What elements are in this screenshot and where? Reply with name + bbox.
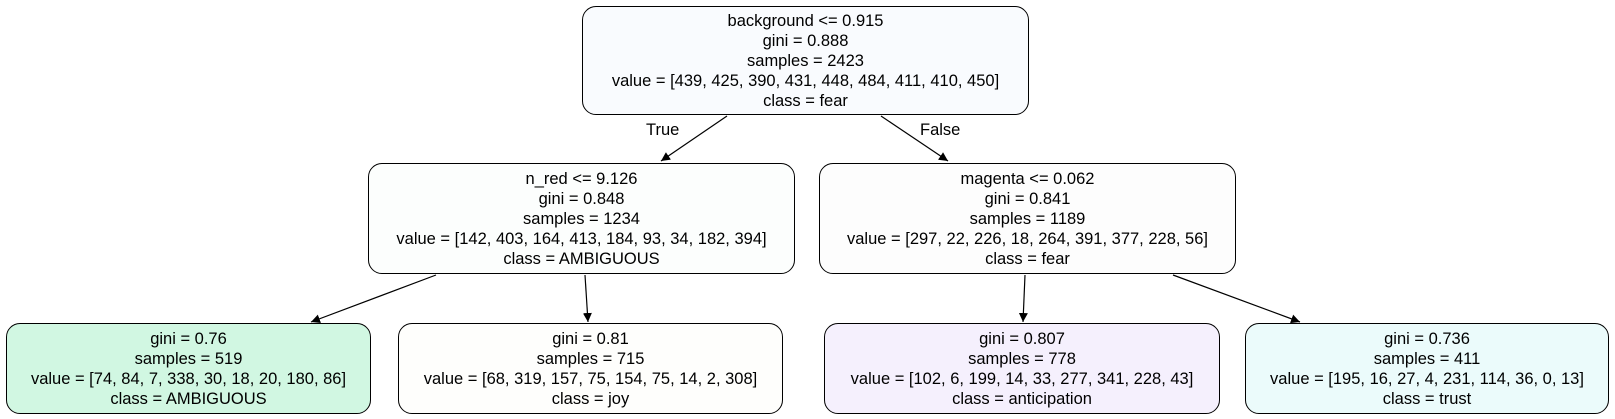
node-samples: samples = 2423 [747, 51, 864, 70]
tree-leaf-ambiguous: gini = 0.76 samples = 519 value = [74, 8… [6, 323, 371, 414]
tree-node-left: n_red <= 9.126 gini = 0.848 samples = 12… [368, 163, 795, 274]
node-split-condition: magenta <= 0.062 [960, 169, 1095, 188]
node-value: value = [74, 84, 7, 338, 30, 18, 20, 180… [30, 369, 347, 388]
node-samples: samples = 1234 [523, 209, 640, 228]
edge-n1-to-l3 [310, 274, 437, 324]
node-class: class = joy [551, 389, 630, 408]
edge-label-false: False [920, 121, 961, 139]
node-split-condition: background <= 0.915 [727, 11, 884, 30]
tree-leaf-anticipation: gini = 0.807 samples = 778 value = [102,… [824, 323, 1220, 414]
node-samples: samples = 715 [536, 349, 645, 368]
node-split-condition: n_red <= 9.126 [525, 169, 638, 188]
edge-root-to-n2 [880, 115, 949, 162]
node-value: value = [297, 22, 226, 18, 264, 391, 377… [846, 229, 1208, 248]
edge-n1-to-l4 [582, 274, 592, 323]
node-class: class = AMBIGUOUS [110, 389, 267, 408]
node-gini: gini = 0.888 [762, 31, 849, 50]
node-value: value = [439, 425, 390, 431, 448, 484, 4… [611, 71, 1000, 90]
node-gini: gini = 0.81 [552, 329, 629, 348]
node-gini: gini = 0.807 [979, 329, 1065, 348]
node-samples: samples = 411 [1373, 349, 1481, 368]
node-class: class = AMBIGUOUS [503, 249, 660, 268]
node-value: value = [102, 6, 199, 14, 33, 277, 341, … [850, 369, 1194, 388]
edge-label-true: True [646, 121, 680, 139]
node-samples: samples = 778 [968, 349, 1076, 368]
tree-node-right: magenta <= 0.062 gini = 0.841 samples = … [819, 163, 1236, 274]
node-gini: gini = 0.841 [984, 189, 1071, 208]
node-class: class = fear [763, 91, 848, 110]
node-gini: gini = 0.736 [1384, 329, 1470, 348]
edge-root-to-n1 [660, 115, 728, 162]
node-samples: samples = 519 [134, 349, 243, 368]
node-class: class = trust [1382, 389, 1472, 408]
edge-n2-to-l5 [1018, 274, 1028, 323]
tree-node-root: background <= 0.915 gini = 0.888 samples… [582, 6, 1029, 115]
tree-leaf-joy: gini = 0.81 samples = 715 value = [68, 3… [398, 323, 783, 414]
node-class: class = anticipation [952, 389, 1092, 408]
node-gini: gini = 0.848 [538, 189, 625, 208]
node-class: class = fear [985, 249, 1070, 268]
node-value: value = [195, 16, 27, 4, 231, 114, 36, 0… [1270, 369, 1584, 388]
node-value: value = [68, 319, 157, 75, 154, 75, 14, … [423, 369, 758, 388]
tree-leaf-trust: gini = 0.736 samples = 411 value = [195,… [1245, 323, 1609, 414]
node-gini: gini = 0.76 [150, 329, 227, 348]
edge-n2-to-l6 [1172, 274, 1301, 324]
node-value: value = [142, 403, 164, 413, 184, 93, 34… [396, 229, 767, 248]
node-samples: samples = 1189 [969, 209, 1086, 228]
